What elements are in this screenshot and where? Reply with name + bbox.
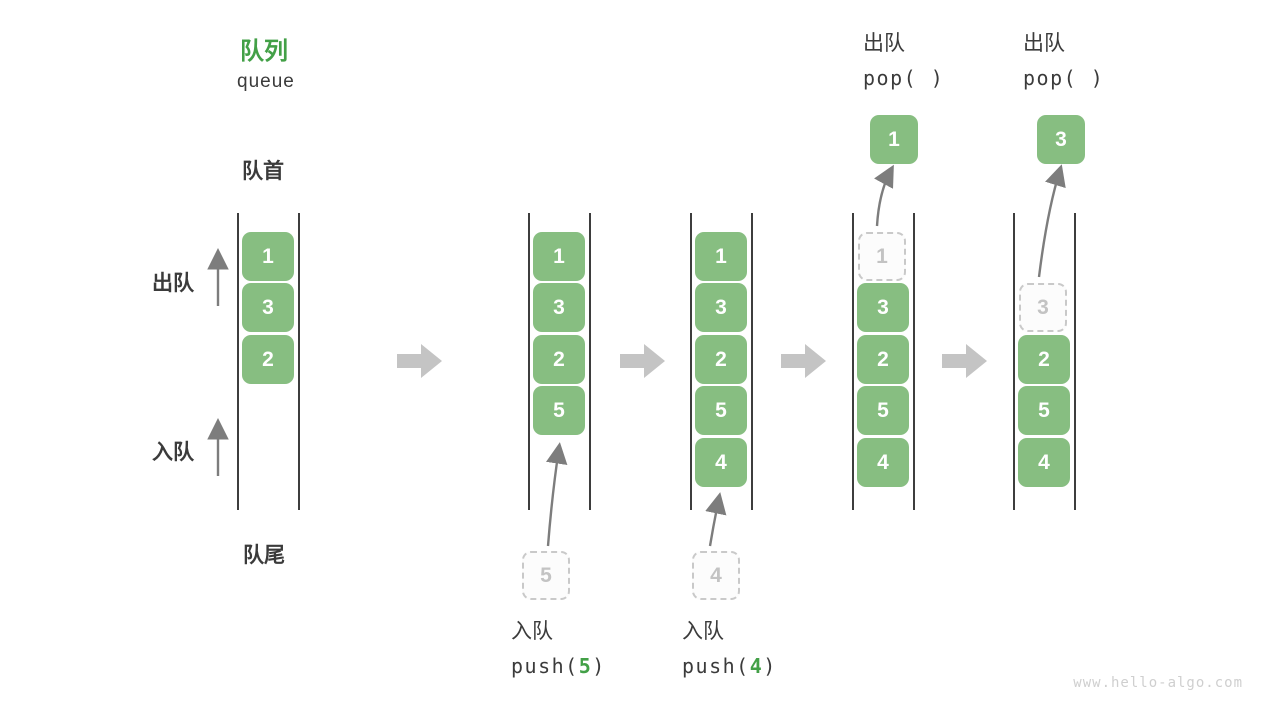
step-arrow-icon xyxy=(397,344,442,378)
queue-cell: 1 xyxy=(695,232,747,281)
queue-rail xyxy=(751,213,753,510)
diagram-title-zh: 队列 xyxy=(240,38,288,65)
queue-rail xyxy=(1013,213,1015,510)
enqueue-side-label: 入队 xyxy=(152,441,194,464)
queue-front-label: 队首 xyxy=(242,160,284,183)
queue-cell: 5 xyxy=(533,386,585,435)
push-5-arrow-icon xyxy=(546,442,568,547)
popped-ghost-cell: 3 xyxy=(1019,283,1067,332)
push-call: push(4) xyxy=(682,654,777,678)
push-arg: 5 xyxy=(578,654,593,678)
step-arrow-icon xyxy=(942,344,987,378)
popped-cell: 1 xyxy=(870,115,918,164)
pop-operation-label: 出队 pop( ) xyxy=(863,33,944,89)
pop-3-arrow-icon xyxy=(1037,164,1066,278)
queue-rail xyxy=(528,213,530,510)
diagram-title-en: queue xyxy=(237,71,295,92)
pop-label-zh: 出队 xyxy=(863,32,905,55)
queue-cell: 4 xyxy=(1018,438,1070,487)
queue-cell: 3 xyxy=(533,283,585,332)
pending-cell: 4 xyxy=(692,551,740,600)
push-arg: 4 xyxy=(749,654,764,678)
queue-cell: 2 xyxy=(695,335,747,384)
queue-rear-label: 队尾 xyxy=(243,544,285,567)
queue-rail xyxy=(852,213,854,510)
push-operation-label: 入队 push(5) xyxy=(511,621,606,677)
queue-cell: 5 xyxy=(857,386,909,435)
pop-operation-label: 出队 pop( ) xyxy=(1023,33,1104,89)
queue-rail xyxy=(690,213,692,510)
pop-call: pop( ) xyxy=(1023,66,1105,90)
queue-cell: 5 xyxy=(1018,386,1070,435)
queue-rail xyxy=(1074,213,1076,510)
queue-cell: 2 xyxy=(242,335,294,384)
dequeue-side-label: 出队 xyxy=(152,272,194,295)
queue-cell: 1 xyxy=(533,232,585,281)
popped-cell: 3 xyxy=(1037,115,1085,164)
queue-cell: 2 xyxy=(533,335,585,384)
queue-cell: 5 xyxy=(695,386,747,435)
push-label-zh: 入队 xyxy=(682,620,724,643)
queue-cell: 4 xyxy=(857,438,909,487)
queue-rail xyxy=(237,213,239,510)
queue-cell: 1 xyxy=(242,232,294,281)
site-watermark: www.hello-algo.com xyxy=(1073,675,1243,691)
step-arrow-icon xyxy=(620,344,665,378)
pop-label-zh: 出队 xyxy=(1023,32,1065,55)
queue-rail xyxy=(913,213,915,510)
push-call: push(5) xyxy=(511,654,606,678)
queue-rail xyxy=(298,213,300,510)
queue-cell: 3 xyxy=(857,283,909,332)
queue-cell: 3 xyxy=(242,283,294,332)
queue-cell: 4 xyxy=(695,438,747,487)
push-4-arrow-icon xyxy=(705,492,727,547)
push-label-zh: 入队 xyxy=(511,620,553,643)
popped-ghost-cell: 1 xyxy=(858,232,906,281)
pop-1-arrow-icon xyxy=(874,164,894,227)
push-operation-label: 入队 push(4) xyxy=(682,621,777,677)
queue-cell: 3 xyxy=(695,283,747,332)
queue-rail xyxy=(589,213,591,510)
pop-call: pop( ) xyxy=(863,66,945,90)
queue-cell: 2 xyxy=(857,335,909,384)
queue-cell: 2 xyxy=(1018,335,1070,384)
pending-cell: 5 xyxy=(522,551,570,600)
step-arrow-icon xyxy=(781,344,826,378)
